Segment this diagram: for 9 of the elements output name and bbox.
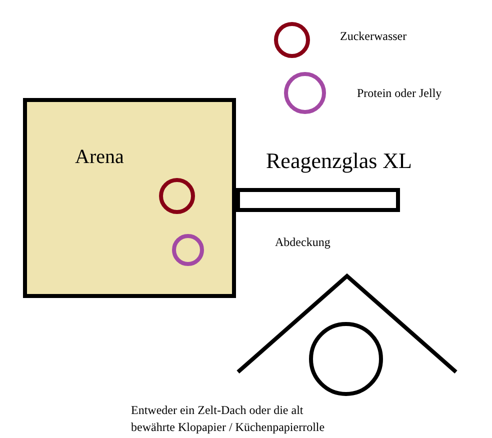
arena-label: Arena xyxy=(75,146,124,169)
arena-box xyxy=(23,98,236,298)
part-label: Abdeckung xyxy=(275,235,330,250)
legend-text: Protein oder Jelly xyxy=(357,86,442,101)
legend-text: Zuckerwasser xyxy=(340,29,407,44)
circle-marker xyxy=(159,178,195,214)
tube-heading: Reagenzglas XL xyxy=(266,148,412,174)
circle-marker xyxy=(172,234,204,266)
caption: Entweder ein Zelt-Dach oder die alt bewährte Klopapier / Küchenpapierrolle xyxy=(131,402,326,436)
